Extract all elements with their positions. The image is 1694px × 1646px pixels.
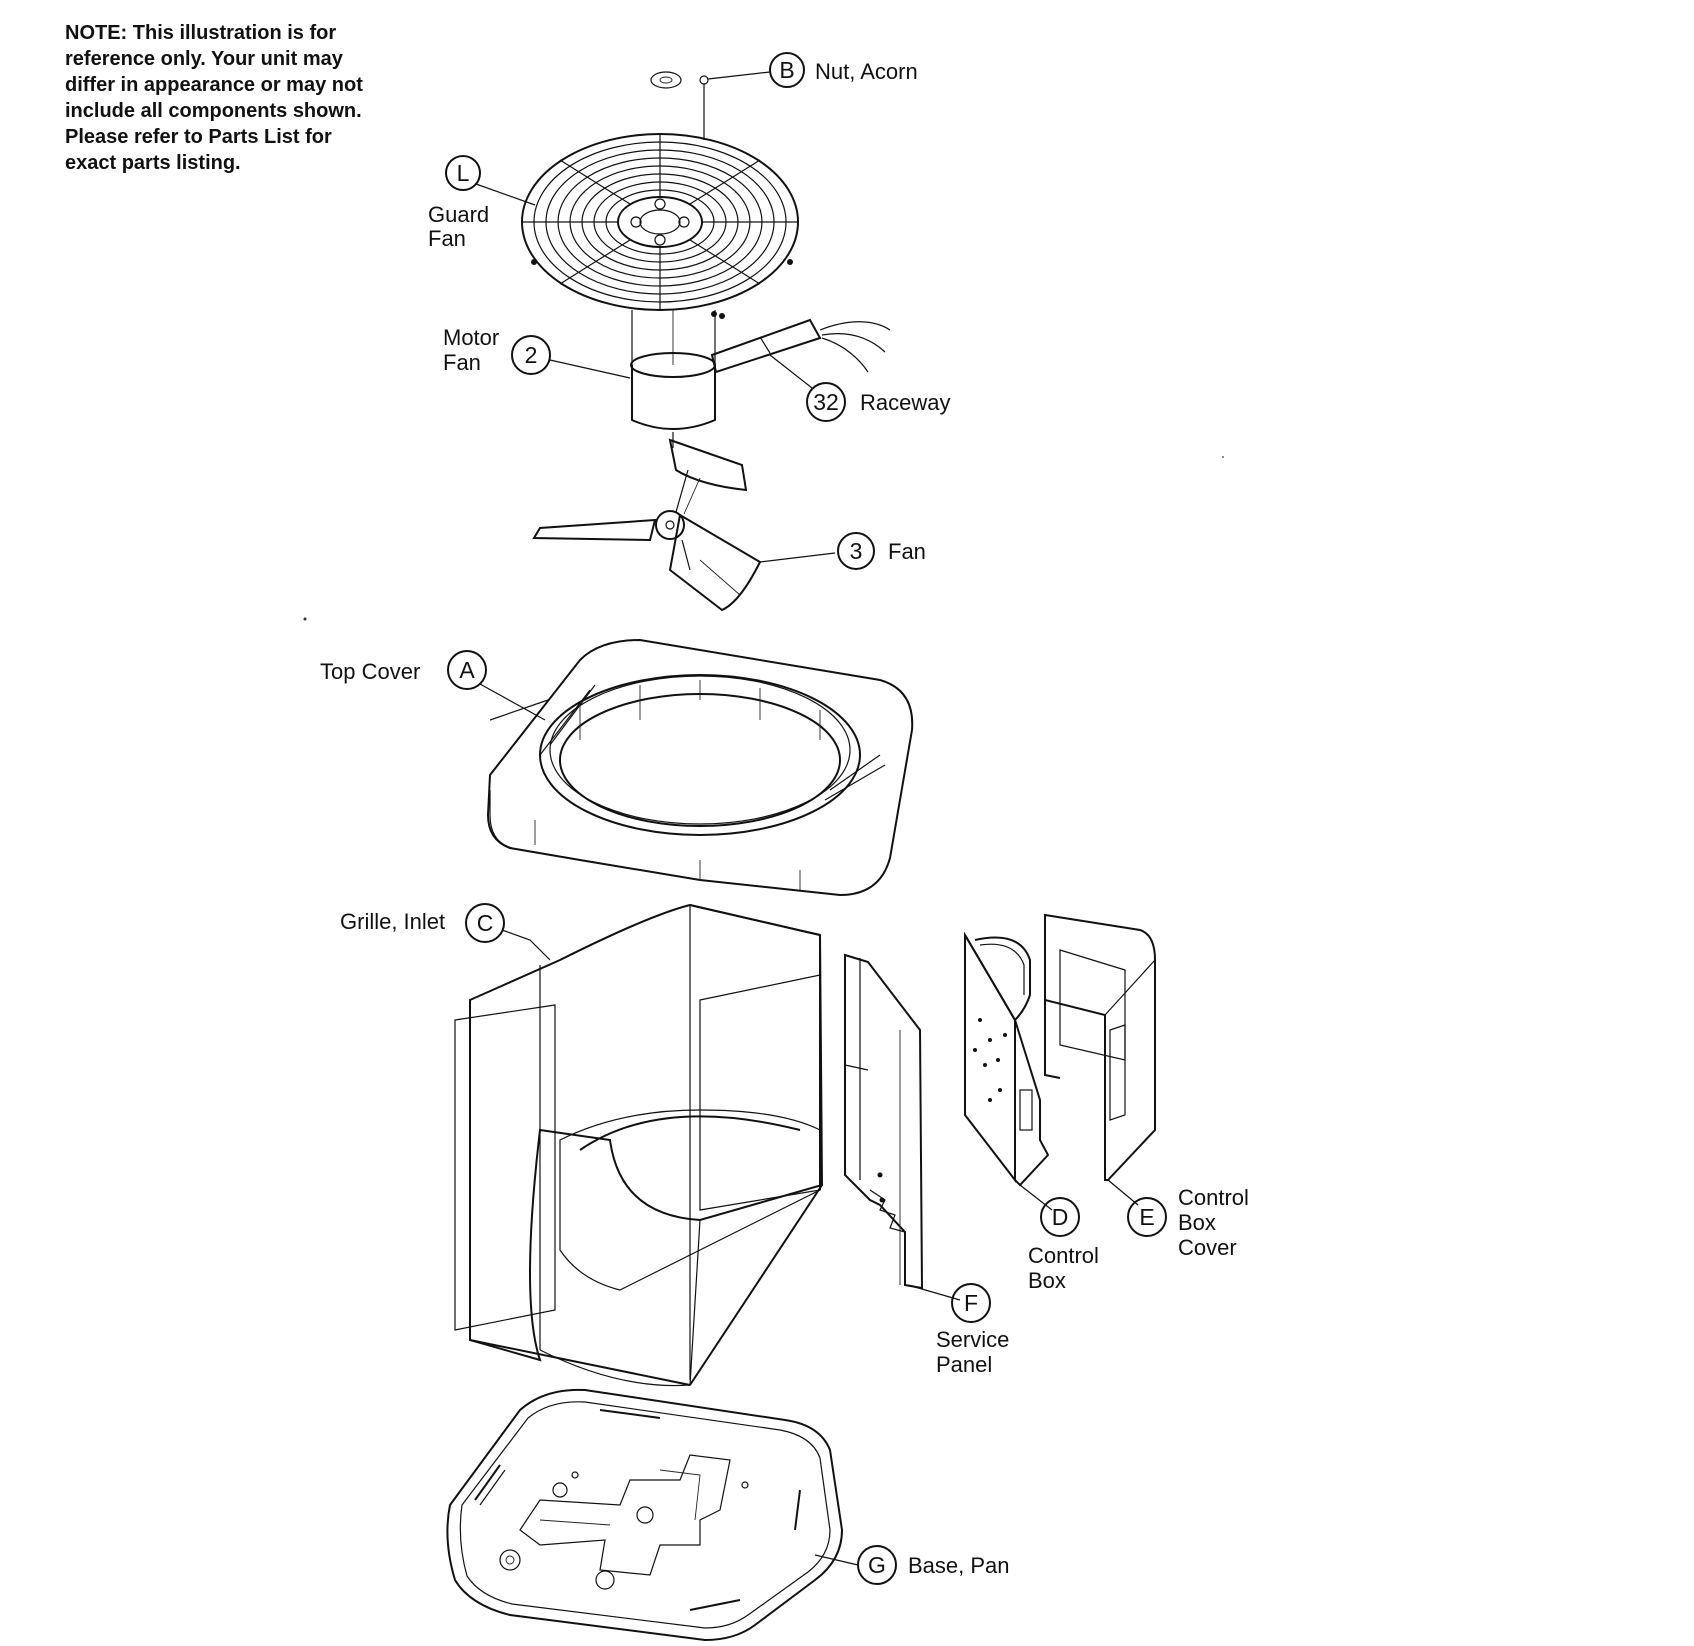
note-line: exact parts listing. bbox=[65, 152, 241, 174]
callout-l-id: L bbox=[457, 160, 470, 186]
callout-c-id: C bbox=[477, 910, 494, 936]
service-panel-part bbox=[844, 953, 961, 1301]
callout-32-label: Raceway bbox=[860, 390, 950, 415]
fan-blade-part bbox=[532, 438, 836, 612]
note-line: Please refer to Parts List for bbox=[65, 126, 332, 148]
callout-a-label: Top Cover bbox=[320, 659, 420, 684]
callout-b-id: B bbox=[779, 57, 794, 83]
callout-e-label-line1: Control bbox=[1178, 1185, 1249, 1210]
note-line: reference only. Your unit may bbox=[65, 48, 343, 70]
callout-2-id: 2 bbox=[525, 342, 538, 368]
callout-g-id: G bbox=[868, 1552, 886, 1578]
note-line: NOTE: This illustration is for bbox=[65, 22, 337, 44]
top-cover-part bbox=[486, 638, 914, 897]
fan-motor-part bbox=[630, 310, 891, 448]
inlet-grille-part bbox=[454, 903, 824, 1387]
callout-l-label-line1: Guard bbox=[428, 202, 489, 227]
callout-l-label-line2: Fan bbox=[428, 226, 466, 251]
control-box-part bbox=[964, 931, 1053, 1211]
base-pan-part bbox=[446, 1388, 859, 1642]
reference-note: NOTE: This illustration is for reference… bbox=[65, 20, 395, 176]
callout-3-id: 3 bbox=[850, 538, 863, 564]
callout-d: D Control Box bbox=[1028, 1197, 1099, 1293]
callout-a: A Top Cover bbox=[320, 650, 546, 721]
callout-c-label: Grille, Inlet bbox=[340, 909, 445, 934]
speck bbox=[303, 617, 307, 621]
callout-2: 2 Motor Fan bbox=[443, 325, 631, 379]
callout-a-id: A bbox=[459, 657, 475, 683]
callout-g: G Base, Pan bbox=[857, 1545, 1010, 1585]
callout-b: B Nut, Acorn bbox=[769, 52, 918, 88]
callout-e-label-line3: Cover bbox=[1178, 1235, 1237, 1260]
acorn-nut-part bbox=[650, 71, 771, 89]
note-line: differ in appearance or may not bbox=[65, 74, 363, 96]
callout-32: 32 Raceway bbox=[769, 354, 950, 422]
callout-2-label-line1: Motor bbox=[443, 325, 499, 350]
callout-32-id: 32 bbox=[813, 389, 839, 415]
callout-e-label-line2: Box bbox=[1178, 1210, 1216, 1235]
callout-e: E Control Box Cover bbox=[1127, 1185, 1249, 1260]
callout-3: 3 Fan bbox=[837, 532, 926, 570]
callout-e-id: E bbox=[1139, 1204, 1154, 1230]
fan-guard-part bbox=[521, 84, 799, 319]
callout-3-label: Fan bbox=[888, 539, 926, 564]
speck bbox=[1222, 456, 1224, 458]
callout-d-label-line1: Control bbox=[1028, 1243, 1099, 1268]
callout-g-label: Base, Pan bbox=[908, 1553, 1010, 1578]
callout-f-label-line1: Service bbox=[936, 1327, 1009, 1352]
control-box-cover-part bbox=[1044, 913, 1156, 1206]
callout-f-id: F bbox=[964, 1290, 978, 1316]
callout-f: F Service Panel bbox=[936, 1283, 1009, 1377]
note-line: include all components shown. bbox=[65, 100, 362, 122]
callout-2-label-line2: Fan bbox=[443, 350, 481, 375]
callout-b-label: Nut, Acorn bbox=[815, 59, 918, 84]
callout-d-id: D bbox=[1052, 1204, 1069, 1230]
callout-f-label-line2: Panel bbox=[936, 1352, 992, 1377]
callout-l: L Guard Fan bbox=[428, 155, 536, 251]
callout-d-label-line2: Box bbox=[1028, 1268, 1066, 1293]
callout-c: C Grille, Inlet bbox=[340, 903, 551, 961]
